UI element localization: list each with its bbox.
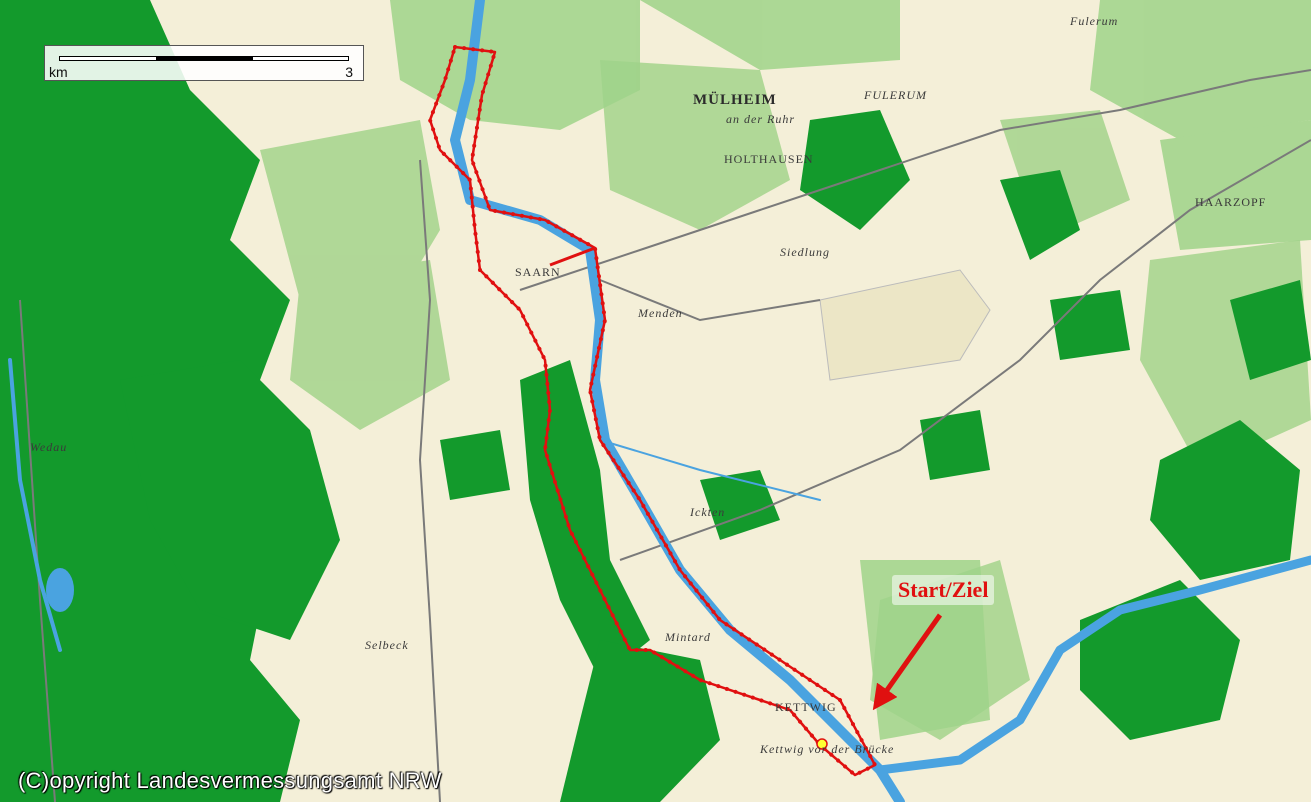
airfield <box>819 269 991 381</box>
place-an-der-ruhr: an der Ruhr <box>726 112 795 126</box>
place-fulerum-top: Fulerum <box>1070 14 1119 28</box>
place-haarzopf: HAARZOPF <box>1195 195 1267 209</box>
roads <box>19 69 1311 802</box>
copyright-notice: (C)opyright Landesvermessungsamt NRW <box>18 768 442 793</box>
scale-max: 3 <box>345 64 353 80</box>
place-holthausen: HOLTHAUSEN <box>724 152 814 166</box>
scale-bar: km 3 <box>44 45 364 81</box>
route-crossing <box>549 246 596 267</box>
place-wedau: Wedau <box>30 440 68 454</box>
scale-segment <box>156 57 253 60</box>
scale-unit: km <box>49 64 68 80</box>
start-ziel-label: Start/Ziel <box>892 575 995 605</box>
place-selbeck: Selbeck <box>365 638 409 652</box>
scale-track <box>59 56 349 61</box>
place-siedlung: Siedlung <box>780 245 830 259</box>
place-saarn: SAARN <box>515 265 561 279</box>
place-fulerum: FULERUM <box>864 88 927 102</box>
lake <box>46 568 74 612</box>
place-ickten: Ickten <box>690 505 726 519</box>
place-kettwig: KETTWIG <box>775 700 837 714</box>
place-muelheim: MÜLHEIM <box>693 92 777 108</box>
place-menden: Menden <box>638 306 683 320</box>
place-kettwig-vor-der-bruecke: Kettwig vor der Brücke <box>760 742 895 756</box>
start-point-marker[interactable] <box>816 738 828 750</box>
start-arrow-icon <box>872 613 943 711</box>
rivers <box>8 0 1311 802</box>
place-mintard: Mintard <box>665 630 711 644</box>
